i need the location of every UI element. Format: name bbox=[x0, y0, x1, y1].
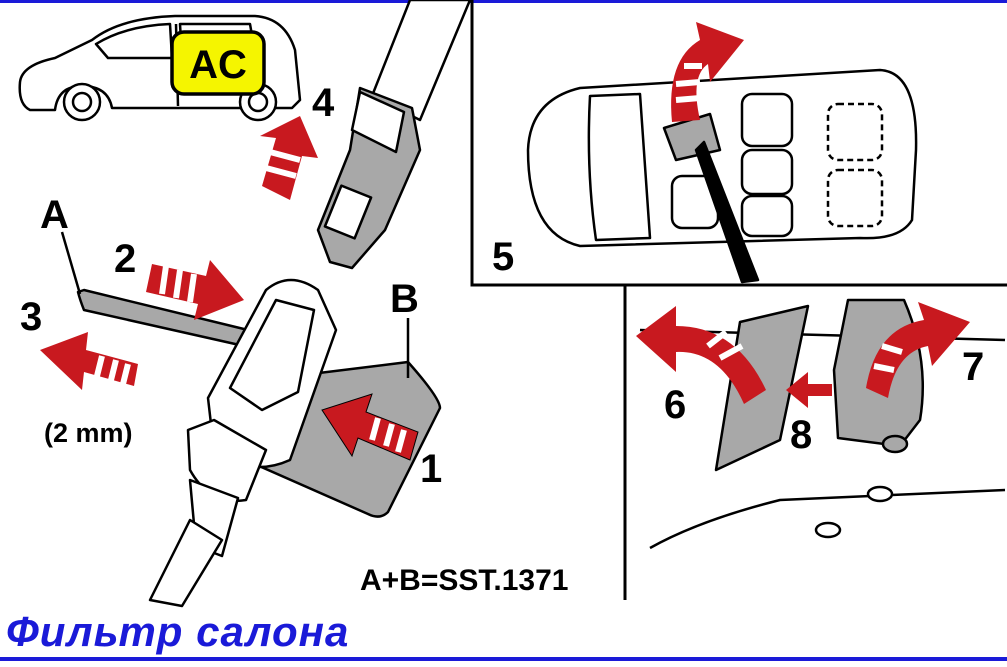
step-label-2: 2 bbox=[114, 237, 136, 281]
step-label-6: 6 bbox=[664, 383, 686, 427]
arrow-step-2 bbox=[146, 260, 244, 320]
arrow-step-6 bbox=[636, 306, 766, 404]
step-label-1: 1 bbox=[420, 447, 442, 491]
top-rule bbox=[0, 0, 1007, 3]
ac-badge: AC bbox=[170, 30, 266, 96]
strap-clip bbox=[316, 0, 472, 270]
measurement-label: (2 mm) bbox=[44, 418, 133, 448]
panel-frames bbox=[470, 0, 1007, 600]
bottom-rule bbox=[0, 657, 1007, 661]
tool-formula: A+B=SST.1371 bbox=[360, 564, 568, 597]
part-label-a: A bbox=[40, 193, 69, 237]
part-label-b: B bbox=[390, 277, 419, 321]
step-label-8: 8 bbox=[790, 413, 812, 457]
caption-title: Фильтр салона bbox=[6, 608, 350, 655]
arrow-step-3 bbox=[40, 332, 138, 390]
arrow-step-4 bbox=[260, 116, 318, 200]
step-label-4: 4 bbox=[312, 81, 335, 125]
arrow-step-1 bbox=[321, 393, 419, 461]
ac-badge-label: AC bbox=[189, 43, 247, 87]
step-label-5: 5 bbox=[492, 235, 514, 279]
arrow-step-5 bbox=[671, 22, 744, 122]
leader-lines bbox=[60, 231, 410, 378]
arrow-step-8 bbox=[786, 372, 832, 408]
step-label-3: 3 bbox=[20, 295, 42, 339]
arrow-step-7 bbox=[866, 302, 970, 398]
car-top-view bbox=[526, 68, 918, 284]
step-label-7: 7 bbox=[962, 345, 984, 389]
